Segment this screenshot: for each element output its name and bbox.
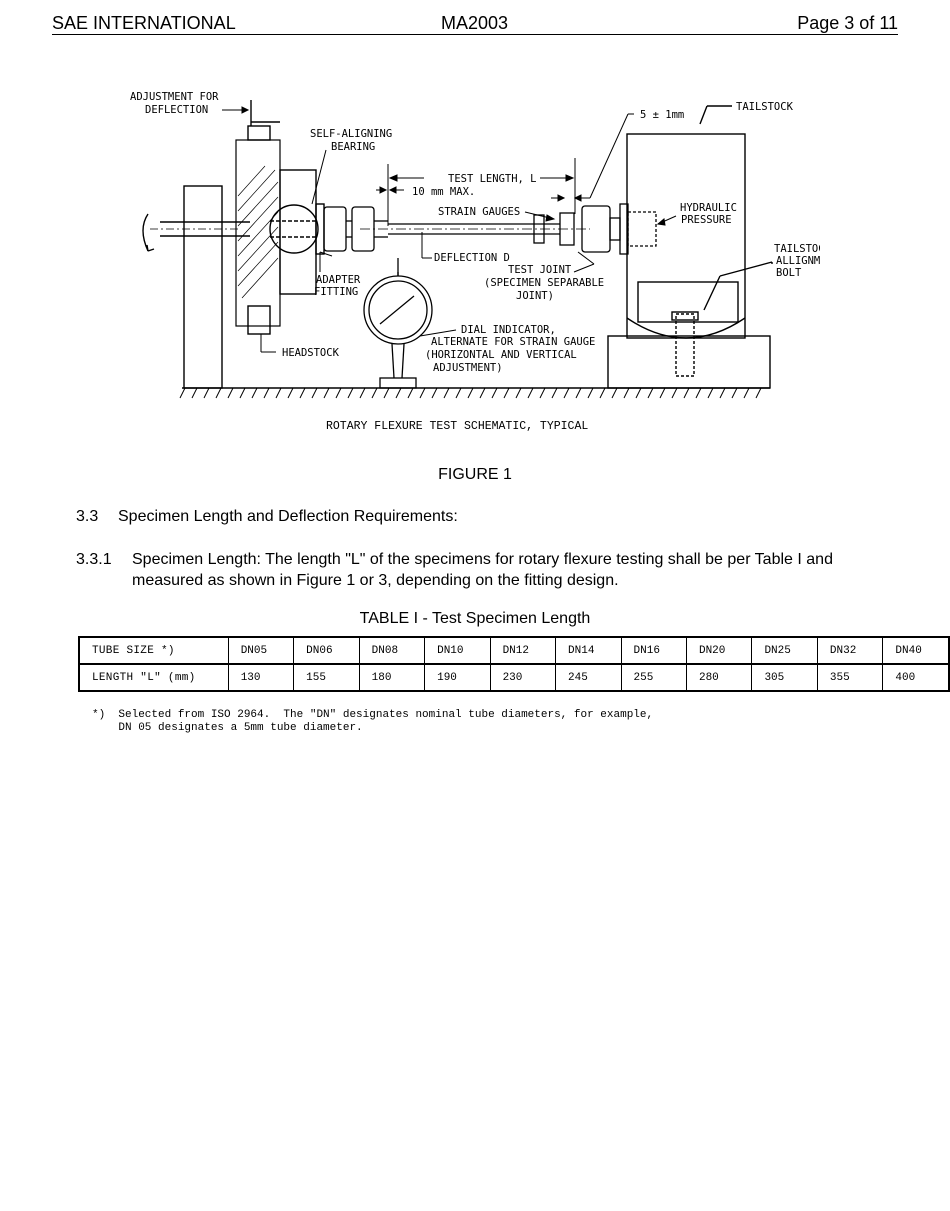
table-cell: 255 — [620, 663, 687, 692]
label-test-joint-3: JOINT) — [516, 290, 554, 302]
label-adjustment-2: DEFLECTION — [145, 104, 208, 116]
table-cell: 280 — [685, 663, 753, 692]
page-header: SAE INTERNATIONAL MA2003 Page 3 of 11 — [52, 12, 898, 35]
figure-caption: ROTARY FLEXURE TEST SCHEMATIC, TYPICAL — [326, 420, 588, 433]
table-cell: DN12 — [489, 636, 557, 665]
label-deflection: DEFLECTION D — [434, 252, 510, 264]
table-cell: DN40 — [882, 636, 950, 665]
tailstock — [607, 105, 773, 389]
row-label-tube-size: TUBE SIZE *) — [78, 636, 229, 665]
label-adjustment-1: ADJUSTMENT FOR — [130, 91, 219, 103]
specimen-length-table: TUBE SIZE *) DN05 DN06 DN08 DN10 DN12 DN… — [78, 636, 950, 692]
headstock — [142, 100, 325, 389]
table-cell: DN06 — [293, 636, 360, 665]
label-dial-3: (HORIZONTAL AND VERTICAL — [425, 349, 577, 361]
label-tailstock-alignment-3: BOLT — [776, 267, 802, 279]
rotary-flexure-schematic: ADJUSTMENT FOR DEFLECTION SELF-ALIGNING … — [130, 91, 820, 433]
table-cell: DN08 — [358, 636, 426, 665]
header-page-number: Page 3 of 11 — [797, 13, 898, 33]
section-3-3-heading: 3.3 Specimen Length and Deflection Requir… — [76, 508, 458, 526]
table-cell: 180 — [358, 663, 426, 692]
label-dial-2: ALTERNATE FOR STRAIN GAUGE — [431, 336, 595, 348]
dimension-lines — [376, 113, 677, 273]
label-tolerance: 5 ± 1mm — [640, 109, 684, 121]
table-cell: DN25 — [751, 636, 818, 665]
label-hydraulic-2: PRESSURE — [681, 214, 732, 226]
table-cell: DN20 — [685, 636, 753, 665]
ground-line — [179, 387, 770, 399]
table-cell: 355 — [816, 663, 884, 692]
label-self-aligning-2: BEARING — [331, 141, 375, 153]
table-cell: DN16 — [620, 636, 687, 665]
table-cell: 230 — [489, 663, 557, 692]
label-tailstock-alignment-2: ALLIGNMENT — [776, 255, 820, 267]
section-3-3-1: 3.3.1 Specimen Length: The length "L" of… — [76, 549, 876, 591]
section-3-3-title: Specimen Length and Deflection Requireme… — [118, 508, 458, 525]
table-footnote: *) Selected from ISO 2964. The "DN" desi… — [92, 709, 653, 735]
label-strain-gauges: STRAIN GAUGES — [438, 206, 520, 218]
table-cell: DN05 — [227, 636, 295, 665]
table-cell: 400 — [882, 663, 950, 692]
table-cell: 155 — [293, 663, 360, 692]
label-headstock: HEADSTOCK — [282, 347, 340, 359]
section-3-3-1-number: 3.3.1 — [76, 551, 112, 568]
table-cell: DN14 — [555, 636, 622, 665]
label-dial-1: DIAL INDICATOR, — [461, 324, 556, 336]
label-tailstock-alignment-1: TAILSTOCK — [774, 243, 820, 255]
figure-label: FIGURE 1 — [438, 466, 512, 483]
dial-indicator — [363, 258, 433, 389]
table-row-tube-size: TUBE SIZE *) DN05 DN06 DN08 DN10 DN12 DN… — [78, 636, 950, 665]
label-tailstock: TAILSTOCK — [736, 101, 794, 113]
table-cell: DN32 — [816, 636, 884, 665]
label-test-joint-2: (SPECIMEN SEPARABLE — [484, 277, 604, 289]
label-max: 10 mm MAX. — [412, 186, 475, 198]
header-doc-id: MA2003 — [441, 13, 509, 33]
label-test-joint-1: TEST JOINT — [508, 264, 572, 276]
footnote-line-2: DN 05 designates a 5mm tube diameter. — [118, 722, 363, 734]
table-title: TABLE I - Test Specimen Length — [359, 610, 591, 627]
table-cell: 130 — [227, 663, 295, 692]
table-cell: 305 — [751, 663, 818, 692]
label-dial-4: ADJUSTMENT) — [433, 362, 503, 374]
label-test-length: TEST LENGTH, L — [448, 173, 537, 185]
table-cell: 245 — [555, 663, 622, 692]
header-org: SAE INTERNATIONAL — [52, 13, 236, 33]
table-cell: DN10 — [424, 636, 491, 665]
row-label-length: LENGTH "L" (mm) — [78, 663, 229, 692]
section-3-3-number: 3.3 — [76, 508, 99, 525]
label-self-aligning-1: SELF-ALIGNING — [310, 128, 392, 140]
section-3-3-1-text: Specimen Length: The length "L" of the s… — [132, 551, 833, 589]
label-adapter-2: FITTING — [314, 286, 358, 298]
footnote-marker: *) — [92, 709, 106, 721]
footnote-line-1: Selected from ISO 2964. The "DN" designa… — [118, 709, 654, 721]
table-row-length: LENGTH "L" (mm) 130 155 180 190 230 245 … — [78, 663, 950, 692]
table-cell: 190 — [424, 663, 491, 692]
label-adapter-1: ADAPTER — [316, 274, 361, 286]
label-hydraulic-1: HYDRAULIC — [680, 202, 737, 214]
